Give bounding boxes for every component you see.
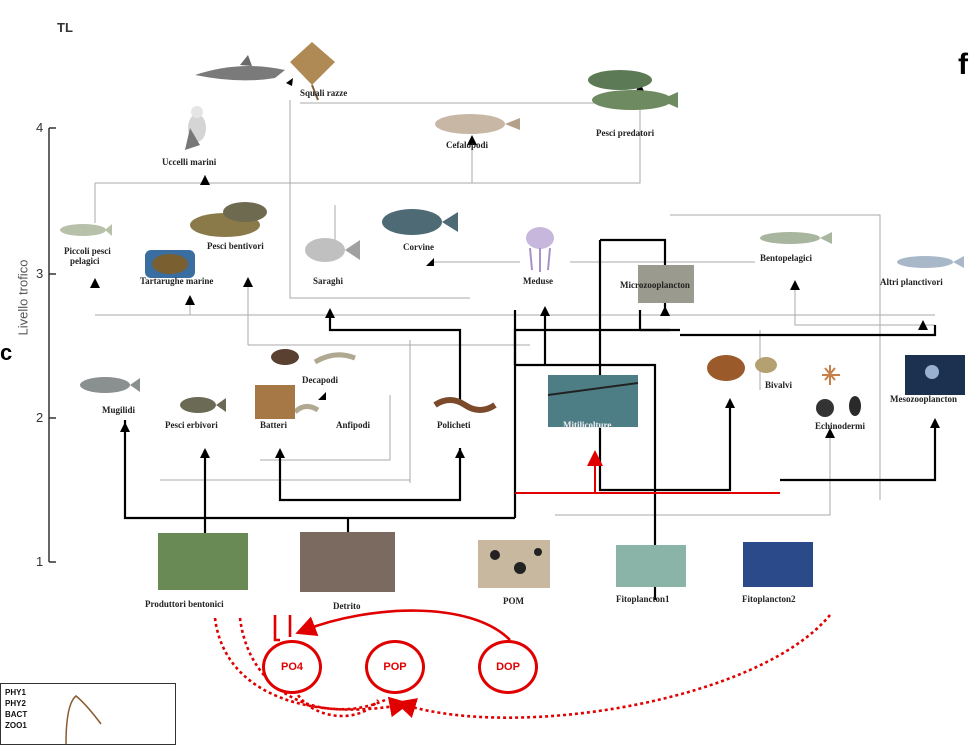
mussel-farm-flows [515, 450, 780, 494]
legend-curve [65, 695, 102, 744]
label-piccoli-pesci-1: Piccoli pesci [64, 246, 111, 256]
label-pesci-bentivori: Pesci bentivori [207, 241, 264, 251]
label-fitoplancton2: Fitoplancton2 [742, 594, 796, 604]
y-axis [48, 127, 56, 563]
label-mugilidi: Mugilidi [102, 405, 136, 415]
label-anfipodi: Anfipodi [336, 420, 371, 430]
axis-title: TL [57, 20, 73, 35]
label-cefalopodi: Cefalopodi [446, 140, 489, 150]
label-corvine: Corvine [403, 242, 434, 252]
inset-legend: PHY1 PHY2 BACT ZOO1 [0, 683, 176, 745]
label-policheti: Policheti [437, 420, 471, 430]
label-squali: Squali razze [300, 88, 348, 98]
nutrient-pop: POP [365, 640, 425, 694]
arrowheads [90, 78, 940, 458]
label-fitoplancton1: Fitoplancton1 [616, 594, 670, 604]
label-microzooplancton: Microzooplancton [620, 280, 690, 290]
nutrient-dop: DOP [478, 640, 538, 694]
label-detrito: Detrito [333, 601, 361, 611]
tick-4: 4 [36, 120, 44, 135]
minor-flows [94, 90, 935, 516]
label-piccoli-pesci-2: pelagici [70, 256, 100, 266]
legend-phy1: PHY1 [5, 688, 26, 697]
legend-zoo1: ZOO1 [5, 721, 27, 730]
label-bentopelagici: Bentopelagici [760, 253, 812, 263]
panel-letter: f [958, 48, 968, 81]
label-tartarughe: Tartarughe marine [140, 276, 214, 286]
legend-phy2: PHY2 [5, 699, 26, 708]
label-echinodermi: Echinodermi [815, 421, 866, 431]
nutrient-cycle-dotted [213, 614, 832, 719]
label-pesci-predatori: Pesci predatori [596, 128, 655, 138]
tick-3: 3 [36, 266, 44, 281]
label-produttori-bentonici: Produttori bentonici [145, 599, 224, 609]
tick-2: 2 [36, 410, 44, 425]
label-meduse: Meduse [523, 276, 553, 286]
label-decapodi: Decapodi [302, 375, 338, 385]
label-altri-planctivori: Altri planctivori [880, 277, 943, 287]
legend-bact: BACT [5, 710, 28, 719]
label-mitilicolture: Mitilicolture [563, 420, 612, 430]
label-batteri: Batteri [260, 420, 287, 430]
y-axis-label: Livello trofico [15, 259, 31, 336]
tick-1: 1 [36, 554, 44, 569]
label-pesci-erbivori: Pesci erbivori [165, 420, 218, 430]
nutrient-po4: PO4 [262, 640, 322, 694]
nutrient-cycle [273, 609, 511, 642]
side-letter: c [0, 340, 13, 365]
label-saraghi: Saraghi [313, 276, 344, 286]
label-bivalvi: Bivalvi [765, 380, 793, 390]
major-flows [123, 238, 937, 600]
label-pom: POM [503, 596, 524, 606]
label-uccelli: Uccelli marini [162, 157, 217, 167]
label-mesozooplancton: Mesozooplancton [890, 394, 957, 404]
